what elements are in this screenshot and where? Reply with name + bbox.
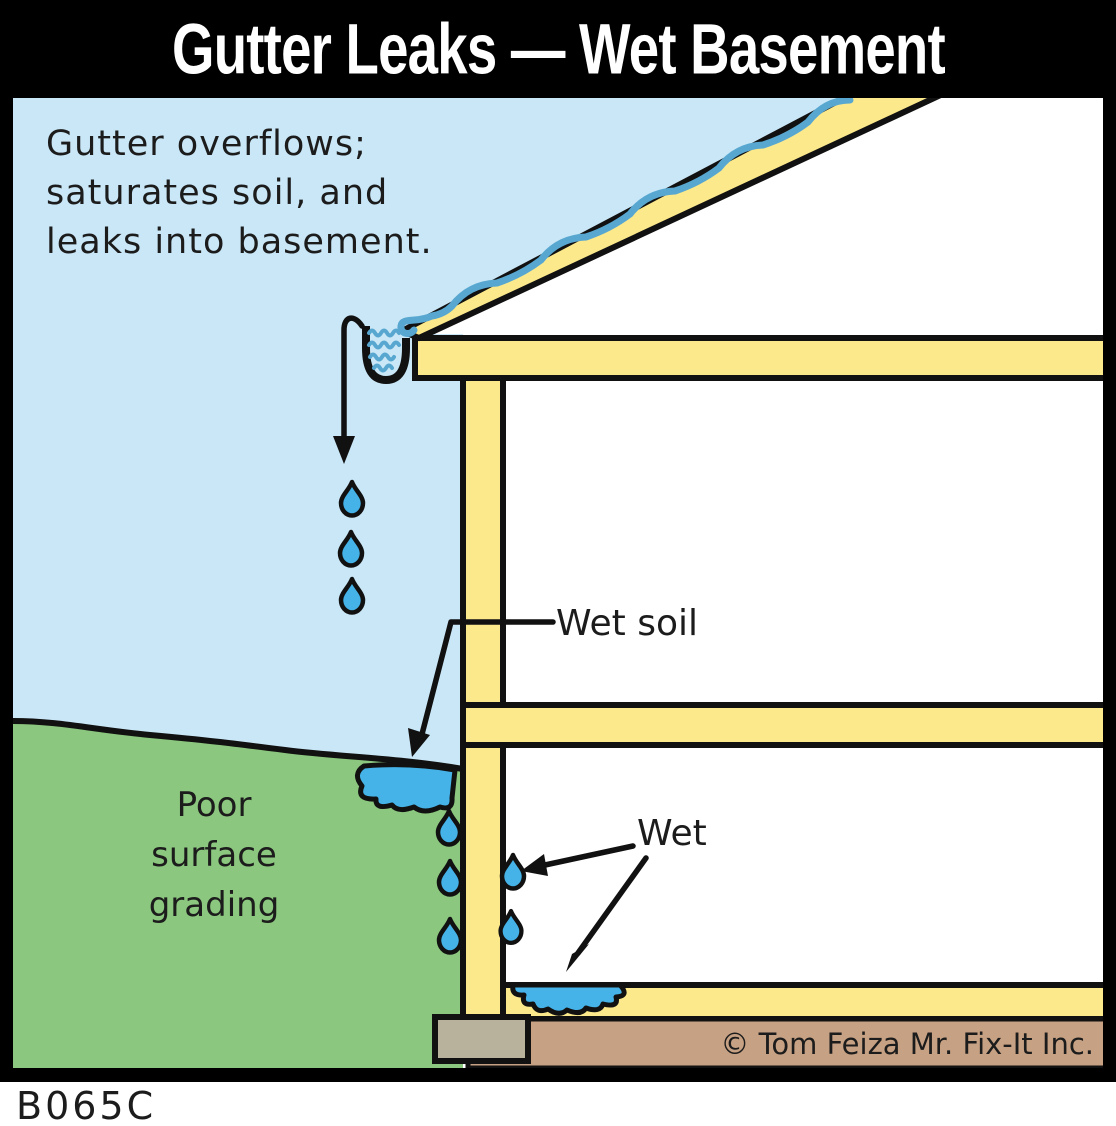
page-title: Gutter Leaks — Wet Basement xyxy=(171,9,946,89)
frame-border-right xyxy=(1103,0,1116,1082)
wet-arrow-puddle xyxy=(575,855,649,956)
overflow-arrow xyxy=(341,315,365,441)
wet-soil-leader xyxy=(418,619,556,741)
floor-beam xyxy=(460,702,1113,748)
wet-soil-label: Wet soil xyxy=(556,603,698,644)
footing xyxy=(432,1014,531,1064)
poor-grading-label: Poor surface grading xyxy=(148,785,280,925)
wet-soil-arrowhead xyxy=(408,728,430,757)
frame-border-left xyxy=(0,0,13,1082)
ground-line xyxy=(10,718,466,772)
wall-stud xyxy=(460,335,506,1020)
gutter-water-ripples xyxy=(367,328,401,373)
roof-water-wave xyxy=(397,96,854,337)
plan-code: B065C xyxy=(16,1084,157,1126)
floor-puddle xyxy=(510,982,627,1016)
frame-border-bottom xyxy=(0,1068,1116,1082)
gutter-drip-drops xyxy=(340,482,363,613)
wet-arrow-puddle-head xyxy=(566,944,589,972)
wet-arrow-drop xyxy=(542,843,636,868)
sky xyxy=(13,98,858,769)
ground-puddle xyxy=(355,762,458,814)
wet-label: Wet xyxy=(637,813,707,854)
caption-text: Gutter overflows; saturates soil, and le… xyxy=(46,124,433,262)
copyright-text: © Tom Feiza Mr. Fix-It Inc. xyxy=(720,1027,1094,1061)
title-bar: Gutter Leaks — Wet Basement xyxy=(0,0,1116,98)
wet-arrow-drop-head xyxy=(521,854,548,876)
soil-seep-drops xyxy=(438,811,461,953)
eave-beam xyxy=(412,335,1113,381)
gutter xyxy=(362,326,410,385)
overflow-arrowhead xyxy=(333,436,355,464)
ground xyxy=(13,721,463,1068)
